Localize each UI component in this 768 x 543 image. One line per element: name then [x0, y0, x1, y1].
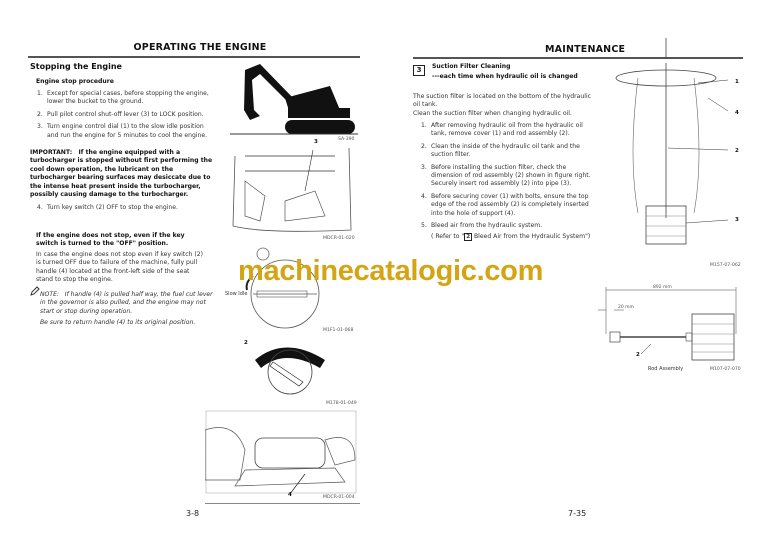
- step-text: Pull pilot control shut-off lever (3) to…: [47, 110, 204, 118]
- figure-code: M1F1-01-068: [323, 328, 354, 333]
- step-number: 2.: [421, 142, 427, 150]
- excavator-illustration: [230, 64, 358, 135]
- intro-text: The suction filter is located on the bot…: [413, 93, 593, 118]
- rod-assembly-label: Rod Assembly: [648, 366, 684, 372]
- step-text: Before securing cover (1) with bolts, en…: [431, 192, 589, 217]
- key-switch-illustration: [255, 347, 325, 395]
- important-text: If the engine equipped with a turbocharg…: [30, 149, 213, 199]
- step-text: Before installing the suction filter, ch…: [431, 163, 591, 188]
- note-label: NOTE:: [40, 291, 59, 298]
- step-number: 3.: [421, 163, 427, 171]
- subsection-title: Engine stop procedure: [36, 78, 114, 85]
- section-number-badge: 3: [413, 65, 425, 76]
- step-3: 3. Turn engine control dial (1) to the sl…: [37, 123, 209, 140]
- step-4: 4. Turn key switch (2) OFF to stop the en…: [37, 204, 217, 212]
- step-4: 4. Before securing cover (1) with bolts, …: [421, 193, 593, 218]
- section-interval: ---each time when hydraulic oil is chang…: [432, 73, 578, 80]
- note-text-2: Be sure to return handle (4) to its orig…: [40, 319, 196, 327]
- left-footer-rule: [205, 503, 360, 504]
- step-text: Turn key switch (2) OFF to stop the engi…: [47, 204, 178, 211]
- note-block: NOTE: If handle (4) is pulled half way, …: [40, 291, 215, 328]
- step-3: 3. Before installing the suction filter, …: [421, 164, 593, 189]
- step-number: 1.: [37, 90, 43, 97]
- section-title: Stopping the Engine: [30, 62, 122, 71]
- paragraph-emergency-stop: In case the engine does not stop even if…: [36, 251, 203, 284]
- left-page-number: 3-8: [186, 509, 200, 518]
- figure-code: MDCR-01-004: [323, 495, 355, 500]
- step-number: 2.: [37, 110, 43, 118]
- pencil-note-icon: [30, 286, 40, 296]
- figure-code: MDCR-01-020: [323, 236, 355, 241]
- step-1: 1. Except for special cases, before stopp…: [37, 90, 209, 107]
- watermark: machinecatalogic.com: [238, 255, 544, 287]
- step-number: 1.: [421, 122, 427, 129]
- refer-prefix: ( Refer to ": [431, 233, 465, 241]
- step-number: 4.: [37, 204, 43, 211]
- right-page-number: 7-35: [568, 509, 587, 518]
- steps-list: 1. Except for special cases, before stopp…: [37, 90, 209, 140]
- important-block: IMPORTANT: If the engine equipped with a…: [30, 149, 220, 199]
- dimension-small: 20 mm: [618, 305, 634, 310]
- figure-code: M157-07-062: [710, 263, 741, 268]
- cab-interior-illustration: [232, 147, 352, 232]
- step-text: Clean the inside of the hydraulic oil ta…: [431, 142, 580, 159]
- cross-reference[interactable]: ( Refer to "2 Bleed Air from the Hydraul…: [431, 233, 593, 242]
- callout-1: 1: [735, 79, 739, 85]
- step-2: 2. Clean the inside of the hydraulic oil …: [421, 143, 593, 160]
- slow-idle-label: Slow Idle: [225, 291, 248, 297]
- step-number: 5.: [421, 222, 427, 230]
- figure-code: M178-01-049: [326, 401, 357, 406]
- right-page-header: MAINTENANCE: [545, 44, 626, 55]
- important-label: IMPORTANT:: [30, 149, 73, 156]
- step-number: 3.: [37, 123, 43, 131]
- intro-line-2: Clean the suction filter when changing h…: [413, 109, 572, 117]
- right-header-rule: [413, 57, 743, 59]
- callout-3: 3: [314, 139, 318, 145]
- refer-suffix: Bleed Air from the Hydraulic System"): [472, 233, 591, 241]
- engine-handle-illustration: [205, 410, 357, 494]
- rod-assembly-illustration: [598, 287, 737, 361]
- callout-3: 3: [735, 217, 739, 223]
- step-text: Except for special cases, before stoppin…: [47, 90, 209, 106]
- step-2: 2. Pull pilot control shut-off lever (3) …: [37, 111, 209, 119]
- figure-code: SA-390: [338, 137, 355, 142]
- step-number: 4.: [421, 192, 427, 200]
- callout-4: 4: [288, 492, 292, 498]
- refer-section-badge: 2: [464, 233, 473, 242]
- callout-2: 2: [244, 340, 248, 346]
- engine-control-dial-illustration: [245, 247, 320, 329]
- intro-line-1: The suction filter is located on the bot…: [413, 93, 591, 109]
- step-text: Bleed air from the hydraulic system.: [431, 222, 543, 230]
- step-1: 1. After removing hydraulic oil from the …: [421, 122, 593, 139]
- dimension-total: 892 mm: [653, 285, 672, 290]
- step-5: 5. Bleed air from the hydraulic system.: [421, 222, 593, 230]
- maintenance-steps: 1. After removing hydraulic oil from the …: [421, 122, 593, 242]
- callout-2: 2: [735, 148, 739, 154]
- callout-4: 4: [735, 110, 739, 116]
- left-page-header: OPERATING THE ENGINE: [133, 42, 267, 53]
- section-title: Suction Filter Cleaning: [432, 63, 511, 70]
- step-text: After removing hydraulic oil from the hy…: [431, 122, 583, 138]
- note-text: If handle (4) is pulled half way, the fu…: [40, 291, 213, 315]
- left-header-rule: [28, 56, 360, 58]
- subheading-engine-not-stop: If the engine does not stop, even if the…: [36, 232, 185, 248]
- step-text: Turn engine control dial (1) to the slow…: [47, 123, 208, 139]
- callout-2-rod: 2: [636, 352, 640, 358]
- suction-filter-assembly-illustration: [615, 38, 729, 245]
- figure-code: M107-07-070: [710, 367, 741, 372]
